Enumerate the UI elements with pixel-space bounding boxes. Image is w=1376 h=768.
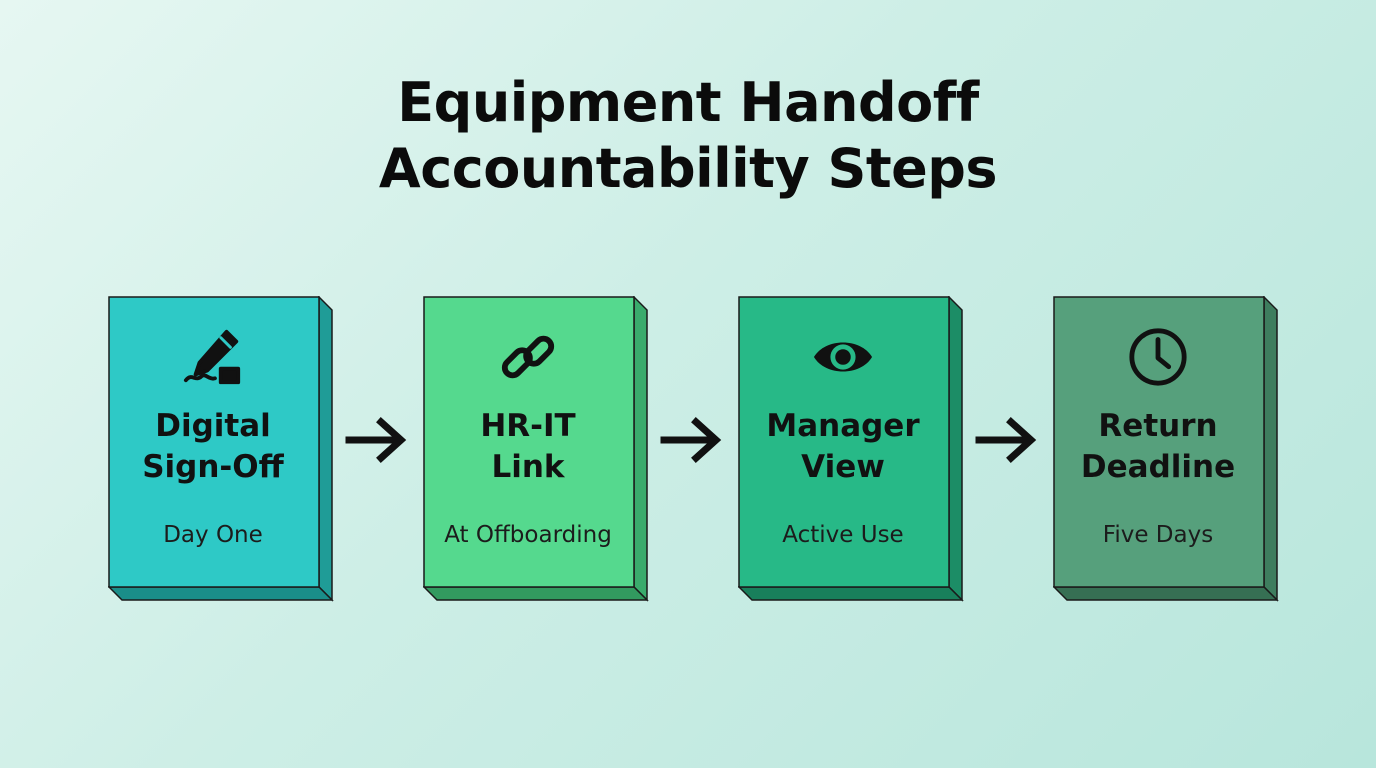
step-card-manager-view: Manager View Active Use bbox=[738, 296, 964, 602]
step-label-line-2: Deadline bbox=[1080, 449, 1236, 485]
card-block bbox=[423, 296, 649, 602]
signature-pen-icon bbox=[183, 329, 241, 385]
chain-link-icon bbox=[501, 335, 555, 379]
clock-icon bbox=[1129, 328, 1187, 386]
title-line-2: Accountability Steps bbox=[378, 137, 998, 200]
arrow-right-icon bbox=[660, 417, 722, 463]
card-side bbox=[1263, 296, 1278, 602]
step-label: HR-IT Link bbox=[423, 406, 633, 488]
step-label-line-2: Link bbox=[491, 449, 565, 485]
eye-icon bbox=[813, 342, 873, 372]
step-card-return-deadline: Return Deadline Five Days bbox=[1053, 296, 1279, 602]
step-label-line-2: Sign-Off bbox=[142, 449, 284, 485]
card-face bbox=[423, 296, 635, 588]
step-label: Return Deadline bbox=[1053, 406, 1263, 488]
step-subtitle: Active Use bbox=[782, 522, 904, 548]
diagram-title: Equipment Handoff Accountability Steps bbox=[0, 70, 1376, 202]
step-label-line-1: Return bbox=[1098, 408, 1218, 444]
card-side bbox=[948, 296, 963, 602]
title-line-1: Equipment Handoff bbox=[397, 71, 979, 134]
card-bottom bbox=[1053, 586, 1279, 601]
step-label: Manager View bbox=[738, 406, 948, 488]
card-bottom bbox=[738, 586, 964, 601]
step-label-line-1: Digital bbox=[155, 408, 271, 444]
step-card-hr-it-link: HR-IT Link At Offboarding bbox=[423, 296, 649, 602]
card-bottom bbox=[423, 586, 649, 601]
step-label-line-2: View bbox=[801, 449, 885, 485]
arrow-right-icon bbox=[975, 417, 1037, 463]
step-label-line-1: Manager bbox=[766, 408, 920, 444]
card-side bbox=[318, 296, 333, 602]
card-side bbox=[633, 296, 648, 602]
step-label-line-1: HR-IT bbox=[480, 408, 576, 444]
step-subtitle: Day One bbox=[163, 522, 263, 548]
step-subtitle: Five Days bbox=[1102, 522, 1214, 548]
step-label: Digital Sign-Off bbox=[108, 406, 318, 488]
step-subtitle: At Offboarding bbox=[444, 522, 612, 548]
card-bottom bbox=[108, 586, 334, 601]
step-card-digital-sign-off: Digital Sign-Off Day One bbox=[108, 296, 334, 602]
arrow-right-icon bbox=[345, 417, 407, 463]
